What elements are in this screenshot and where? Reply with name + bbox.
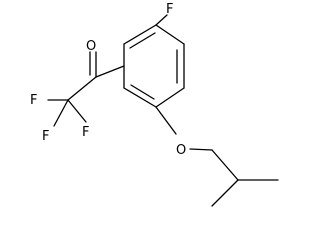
atom-label-fluorine-ring: F (166, 2, 173, 17)
ring-bond (155, 24, 185, 45)
benzene-ring (123, 24, 185, 108)
ring-bond (123, 87, 157, 108)
cf3-bond (67, 99, 87, 123)
carbonyl-cf3-bond (67, 76, 97, 101)
ch-methyl-bond (211, 179, 239, 207)
structure-diagram: F O F F F O (30, 2, 279, 207)
ring-ether-bond (155, 106, 177, 135)
ring-double-bond (130, 84, 155, 100)
ring-double-bond (129, 32, 156, 49)
ring-bond (155, 87, 185, 108)
ether-ch2-bond (189, 148, 213, 151)
atom-label-fluorine-cf3-1: F (30, 93, 37, 108)
ring-bond (123, 24, 157, 45)
ch2-ch-bond (211, 149, 239, 181)
molecule-drawing: F O F F F O (30, 2, 279, 207)
atom-label-oxygen-ether: O (176, 143, 186, 158)
ring-f-bond (155, 14, 168, 26)
cf3-bond (53, 99, 69, 127)
atom-label-fluorine-cf3-3: F (42, 129, 49, 144)
ring-carbonyl-bond (95, 65, 125, 78)
atom-label-oxygen-carbonyl: O (86, 39, 96, 54)
atom-label-fluorine-cf3-2: F (82, 125, 89, 140)
